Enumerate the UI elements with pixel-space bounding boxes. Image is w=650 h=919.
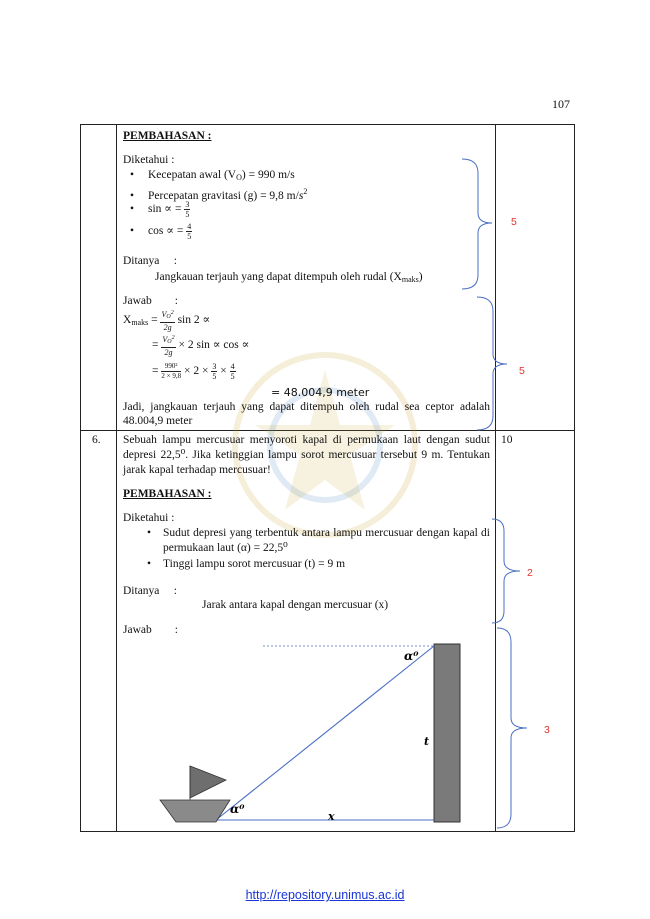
brace-1 <box>461 158 493 290</box>
known-v0: •Kecepatan awal (VO) = 990 m/s <box>130 169 295 182</box>
distance-label: x <box>327 810 335 823</box>
row2-question: Sebuah lampu mercusuar menyoroti kapal d… <box>123 434 490 476</box>
row1-ditanya-label: Ditanya : <box>123 255 177 267</box>
row2-score-a: 2 <box>527 567 533 579</box>
row2-diketahui-label: Diketahui : <box>123 512 175 524</box>
angle-bottom-label: α⁰ <box>230 802 245 816</box>
row2-jawab-label: Jawab : <box>123 624 178 636</box>
row2-ditanya-label: Ditanya : <box>123 585 177 597</box>
boat-hull <box>159 799 231 823</box>
row1-ditanya-text: Jangkauan terjauh yang dapat ditempuh ol… <box>155 271 423 284</box>
lighthouse-diagram: α⁰ α⁰ t x <box>159 643 461 823</box>
line-of-sight <box>215 645 435 821</box>
height-label: t <box>424 735 429 748</box>
row2-total-score: 10 <box>501 434 513 446</box>
row1-score-b: 5 <box>519 365 525 377</box>
footer: http://repository.unimus.ac.id <box>0 888 650 902</box>
row2-known-2: •Tinggi lampu sorot mercusuar (t) = 9 m <box>147 558 346 570</box>
brace-2 <box>476 296 508 431</box>
row2-score-b: 3 <box>544 724 550 736</box>
row2-number: 6. <box>92 434 101 446</box>
equation-4: = 48.004,9 meter <box>271 386 370 399</box>
row2-known-1: Sudut depresi yang terbentuk antara lamp… <box>163 527 490 554</box>
boat-sail <box>189 765 227 799</box>
row2-heading: PEMBAHASAN : <box>123 488 212 500</box>
row1-diketahui-label: Diketahui : <box>123 154 175 166</box>
lighthouse-tower <box>433 643 461 823</box>
row1-score-a: 5 <box>511 216 517 228</box>
row1-jawab-label: Jawab : <box>123 295 178 307</box>
row2-ditanya-text: Jarak antara kapal dengan mercusuar (x) <box>202 599 389 611</box>
known-gravity: •Percepatan gravitasi (g) = 9,8 m/s2 <box>130 187 308 202</box>
brace-4 <box>496 627 528 829</box>
angle-top-label: α⁰ <box>404 649 419 663</box>
row2-known-bullet-1: • <box>147 527 152 539</box>
watermark-seal <box>232 352 418 538</box>
brace-3 <box>491 518 521 624</box>
page-number: 107 <box>552 97 570 111</box>
row1-heading: PEMBAHASAN : <box>123 130 212 142</box>
repository-link[interactable]: http://repository.unimus.ac.id <box>245 888 405 902</box>
row1-conclusion: Jadi, jangkauan terjauh yang dapat ditem… <box>123 401 490 427</box>
